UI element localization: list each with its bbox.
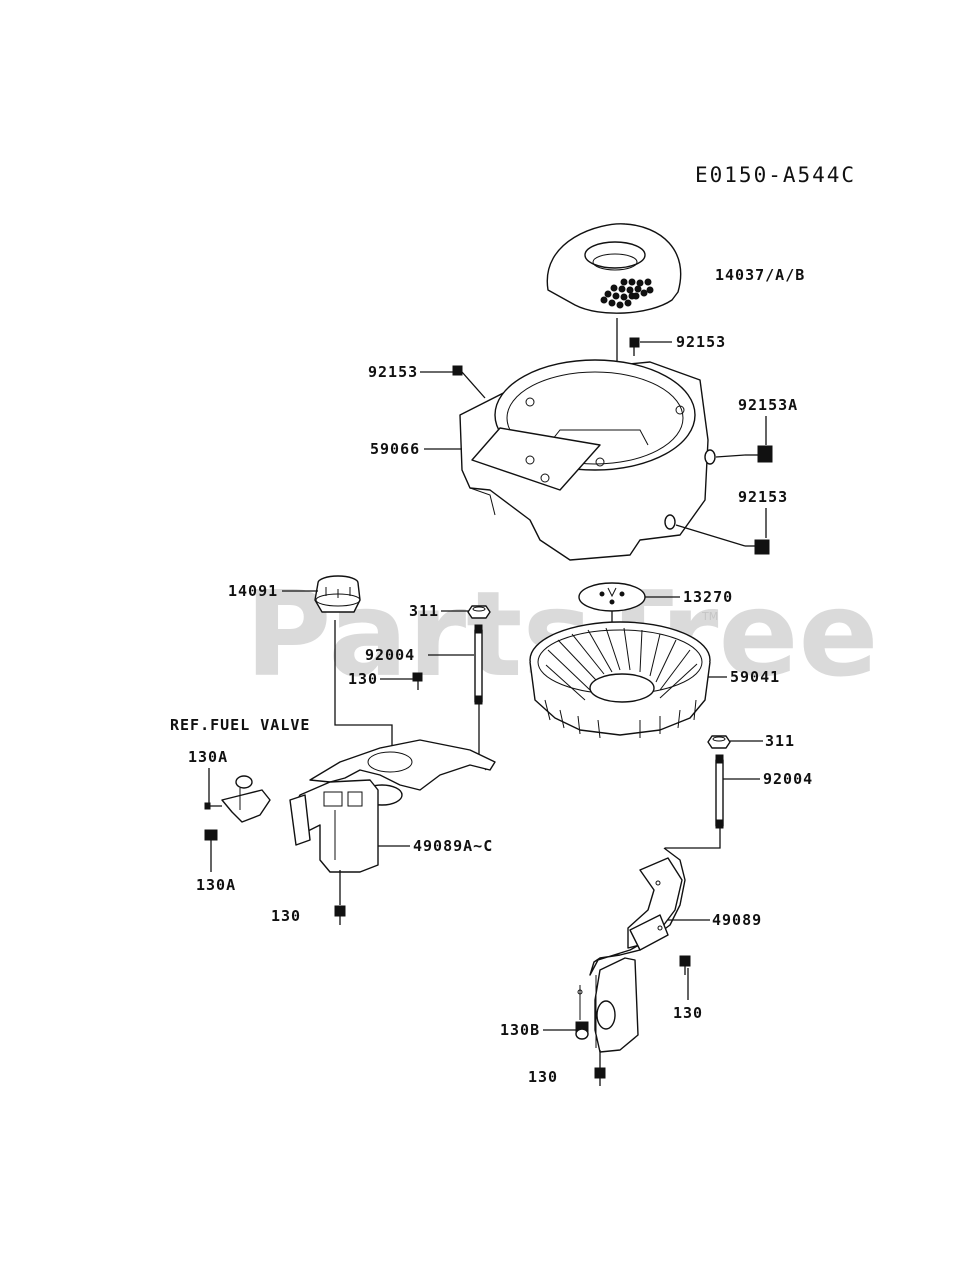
part-311-nut-a[interactable] <box>467 605 491 619</box>
part-92004-stud-b[interactable] <box>715 754 724 829</box>
part-130A-bolt-bottom[interactable] <box>204 829 218 855</box>
part-92153A-bolt[interactable] <box>715 445 773 463</box>
label-92153-left: 92153 <box>368 363 418 381</box>
part-59041-fan[interactable] <box>529 621 711 739</box>
part-130-bolt-c[interactable] <box>679 955 691 975</box>
label-130-a: 130 <box>348 670 378 688</box>
ref-fuel-valve-label: REF.FUEL VALVE <box>170 716 310 734</box>
part-130A-bolt-top[interactable] <box>204 802 222 810</box>
label-130A-top: 130A <box>188 748 228 766</box>
label-130-c: 130 <box>673 1004 703 1022</box>
part-92153-bolt-left[interactable] <box>452 365 486 399</box>
part-130-bolt-b[interactable] <box>334 905 346 925</box>
label-14037: 14037/A/B <box>715 266 805 284</box>
part-49089AC-shroud[interactable] <box>289 739 496 873</box>
part-49089-shroud[interactable] <box>589 847 686 1053</box>
part-311-nut-b[interactable] <box>707 735 731 749</box>
part-92004-stud-a[interactable] <box>474 624 483 705</box>
part-14091-cup[interactable] <box>314 575 361 613</box>
part-92153-bolt-top[interactable] <box>629 337 640 356</box>
part-130B-bolt[interactable] <box>575 1021 589 1040</box>
label-49089AC: 49089A~C <box>413 837 493 855</box>
label-59041: 59041 <box>730 668 780 686</box>
part-130-bolt-d[interactable] <box>594 1067 606 1086</box>
label-130B: 130B <box>500 1021 540 1039</box>
label-130-d: 130 <box>528 1068 558 1086</box>
label-92153-right: 92153 <box>738 488 788 506</box>
label-14091: 14091 <box>228 582 278 600</box>
part-92153-bolt-right[interactable] <box>675 524 770 555</box>
label-311-b: 311 <box>765 732 795 750</box>
label-92153A: 92153A <box>738 396 798 414</box>
part-fuel-valve-bracket[interactable] <box>221 775 271 823</box>
label-130-b: 130 <box>271 907 301 925</box>
label-92153-top: 92153 <box>676 333 726 351</box>
diagram-code: E0150-A544C <box>695 163 856 187</box>
part-13270-plate[interactable] <box>578 582 646 612</box>
label-92004-b: 92004 <box>763 770 813 788</box>
label-311-a: 311 <box>409 602 439 620</box>
label-92004-a: 92004 <box>365 646 415 664</box>
part-59066-blower-housing[interactable] <box>459 359 716 561</box>
label-49089: 49089 <box>712 911 762 929</box>
part-130-bolt-a[interactable] <box>412 672 423 690</box>
watermark-trademark: TM <box>701 610 718 623</box>
label-13270: 13270 <box>683 588 733 606</box>
part-14037-screen[interactable] <box>546 223 682 314</box>
label-59066: 59066 <box>370 440 420 458</box>
label-130A-bottom: 130A <box>196 876 236 894</box>
